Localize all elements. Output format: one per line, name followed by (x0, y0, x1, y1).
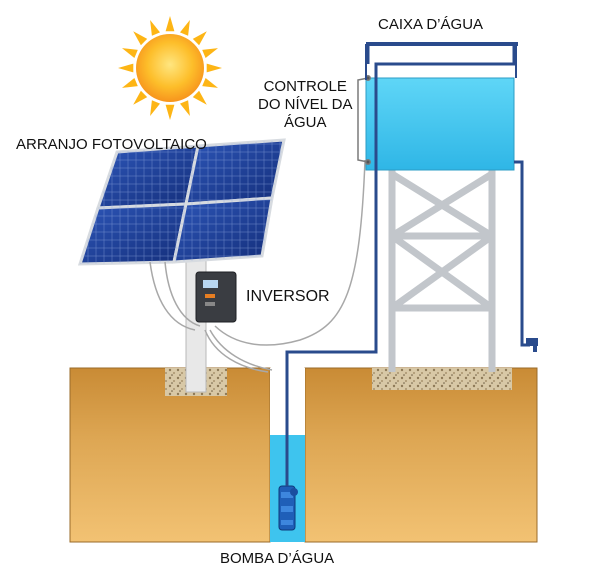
cables (149, 159, 366, 373)
inverter-icon (195, 271, 237, 323)
sun-ray (165, 16, 175, 32)
sun-ray (192, 31, 207, 46)
ground (69, 367, 538, 543)
sun-ray (150, 20, 160, 36)
sun-ray (180, 100, 190, 116)
tank-label: CAIXA D’ÁGUA (378, 16, 484, 33)
level-control-label: CONTROLE DO NÍVEL DA ÁGUA (258, 78, 352, 132)
solar-panel-icon (77, 138, 286, 266)
sun-ray (180, 20, 190, 36)
sun-ray (202, 48, 218, 58)
level-control-label-line-3: ÁGUA (283, 114, 327, 131)
water-tank-icon (365, 64, 515, 171)
sun-ray (192, 90, 207, 105)
level-control-label-line-1: CONTROLE (263, 78, 347, 95)
sun-icon (118, 16, 222, 120)
sun-ray (133, 31, 148, 46)
sun-ray (165, 104, 175, 120)
pump-label: BOMBA D’ÁGUA (220, 550, 335, 567)
solar-array-label: ARRANJO FOTOVOLTAICO (16, 136, 207, 153)
inverter-label: INVERSOR (246, 288, 330, 305)
pump-icon (278, 485, 298, 531)
sun-ray (122, 48, 138, 58)
sun-ray (150, 100, 160, 116)
sun-ray (206, 63, 222, 73)
sun-ray (133, 90, 148, 105)
faucet-icon (526, 338, 538, 352)
level-control-label-line-2: DO NÍVEL DA (258, 96, 353, 113)
sun-ray (202, 78, 218, 88)
sun-ray (118, 63, 134, 73)
tank-tower (388, 170, 496, 372)
sun-ray (122, 78, 138, 88)
